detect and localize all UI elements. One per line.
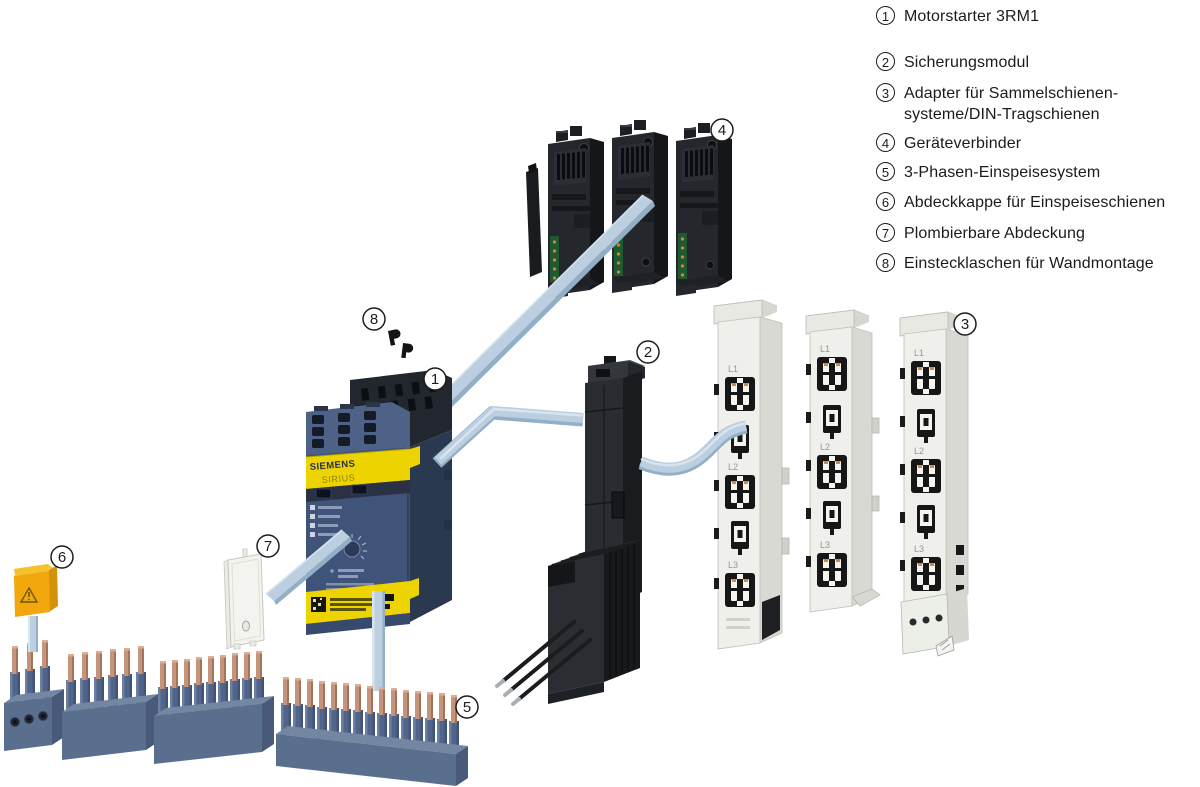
mounting-clip-2: [401, 343, 414, 359]
mounting-clip-1: [388, 329, 401, 346]
legend-label-4: Geräteverbinder: [904, 135, 1022, 152]
phase-label: L2: [914, 446, 924, 456]
svg-text:2: 2: [644, 344, 652, 361]
legend-num-7: 7: [876, 223, 895, 242]
legend-label-6: Abdeckkappe für Einspeiseschienen: [904, 194, 1166, 211]
cover-plate: [227, 553, 265, 648]
callout-mounting-clips: 8: [362, 307, 386, 331]
starter-side-face: [410, 430, 452, 622]
legend-label-1: Motorstarter 3RM1: [904, 8, 1040, 25]
legend-label-5: 3-Phasen-Einspeisesystem: [904, 164, 1101, 181]
feed-block-4: [276, 734, 456, 786]
svg-text:5: 5: [463, 699, 471, 716]
legend-item-2: 2 Sicherungsmodul: [876, 52, 1029, 73]
fuse-block-front: [548, 554, 604, 694]
motorstarter: SIEMENS SIRIUS: [305, 370, 452, 635]
callout-adapter: 3: [953, 312, 977, 336]
legend-item-4: 4 Geräteverbinder: [876, 133, 1021, 154]
svg-text:8: 8: [370, 311, 378, 328]
legend-num-8: 8: [876, 253, 895, 272]
fuse-module: [495, 356, 645, 706]
legend-item-1: 1 Motorstarter 3RM1: [876, 6, 1039, 27]
phase-label: L3: [914, 544, 924, 554]
assembly-band-fuse-to-rail: [638, 420, 748, 476]
svg-text:3: 3: [961, 316, 969, 333]
assembly-band-starter-to-fuse: [432, 405, 584, 468]
adapter-rail-1: L1 L2 L3: [713, 299, 790, 650]
legend-label-3: Adapter für Sammelschienen- systeme/DIN-…: [904, 85, 1119, 123]
feed-cover-cap: [14, 564, 58, 617]
phase-label: L3: [820, 540, 830, 550]
adapter-rail-2: L1 L2 L3: [805, 309, 881, 613]
series-text: SIRIUS: [321, 472, 355, 485]
fuse-wire-tips: [495, 679, 521, 706]
brand-text: SIEMENS: [309, 458, 355, 473]
callout-cover-cap: 6: [50, 545, 74, 569]
device-connector-3: [675, 122, 733, 297]
starter-terminal-holes: [312, 411, 376, 448]
legend-item-8: 8 Einstecklaschen für Wandmontage: [876, 253, 1154, 274]
legend-item-7: 7 Plombierbare Abdeckung: [876, 223, 1085, 244]
legend-item-3: 3 Adapter für Sammelschienen- systeme/DI…: [876, 83, 1118, 125]
legend-item-6: 6 Abdeckkappe für Einspeiseschienen: [876, 192, 1165, 213]
phase-label: L2: [728, 462, 738, 472]
legend-num-3: 3: [876, 83, 895, 102]
legend-label-8: Einstecklaschen für Wandmontage: [904, 255, 1154, 272]
legend-num-1: 1: [876, 6, 895, 25]
legend-num-5: 5: [876, 162, 895, 181]
starter-terminal-block: [306, 402, 410, 457]
phase-label: L1: [728, 364, 738, 374]
adapter-rail-3: L1 L2 L3: [899, 311, 969, 657]
feed-block-1: [4, 697, 52, 751]
callout-motorstarter: 1: [423, 367, 447, 391]
svg-text:6: 6: [58, 549, 66, 566]
legend-num-4: 4: [876, 133, 895, 152]
callout-feed-system: 5: [455, 695, 479, 719]
callout-sealable-cover: 7: [256, 534, 280, 558]
assembly-band-cap-down: [28, 616, 38, 652]
feed-block-2: [62, 702, 146, 760]
sealable-cover: [223, 548, 265, 650]
connector-strip-top: [528, 163, 537, 173]
callout-device-connector: 4: [710, 118, 734, 142]
callout-fuse-module: 2: [636, 340, 660, 364]
feed-system: [4, 640, 468, 786]
cover-seal-hole: [242, 620, 250, 632]
legend-label-7: Plombierbare Abdeckung: [904, 225, 1085, 242]
callouts: 1 2 3 4 5 6 7 8: [50, 118, 977, 719]
legend-num-6: 6: [876, 192, 895, 211]
fuse-wires: [501, 620, 592, 701]
starter-brand-label: [306, 449, 410, 489]
svg-text:1: 1: [431, 371, 439, 388]
legend-num-2: 2: [876, 52, 895, 71]
legend: 1 Motorstarter 3RM1 2 Sicherungsmodul 3 …: [876, 0, 1200, 290]
phase-label: L1: [820, 344, 830, 354]
phase-label: L3: [728, 560, 738, 570]
svg-text:7: 7: [264, 538, 272, 555]
phase-label: L2: [820, 442, 830, 452]
device-connectors-group: [526, 119, 733, 300]
assembly-band-starter-down: [372, 591, 385, 691]
assembly-band-connector-to-starter: [430, 194, 655, 416]
warning-triangle-icon: [19, 586, 39, 603]
legend-item-5: 5 3-Phasen-Einspeisesystem: [876, 162, 1100, 183]
svg-text:4: 4: [718, 122, 726, 139]
connector-strip: [526, 168, 542, 277]
wall-mounting-clips: [388, 329, 414, 359]
legend-label-2: Sicherungsmodul: [904, 54, 1030, 71]
assembly-band-cover-to-starter: [265, 529, 352, 605]
feed-block-3: [154, 704, 262, 764]
starter-led-rows: [310, 505, 344, 537]
phase-label: L1: [914, 348, 924, 358]
